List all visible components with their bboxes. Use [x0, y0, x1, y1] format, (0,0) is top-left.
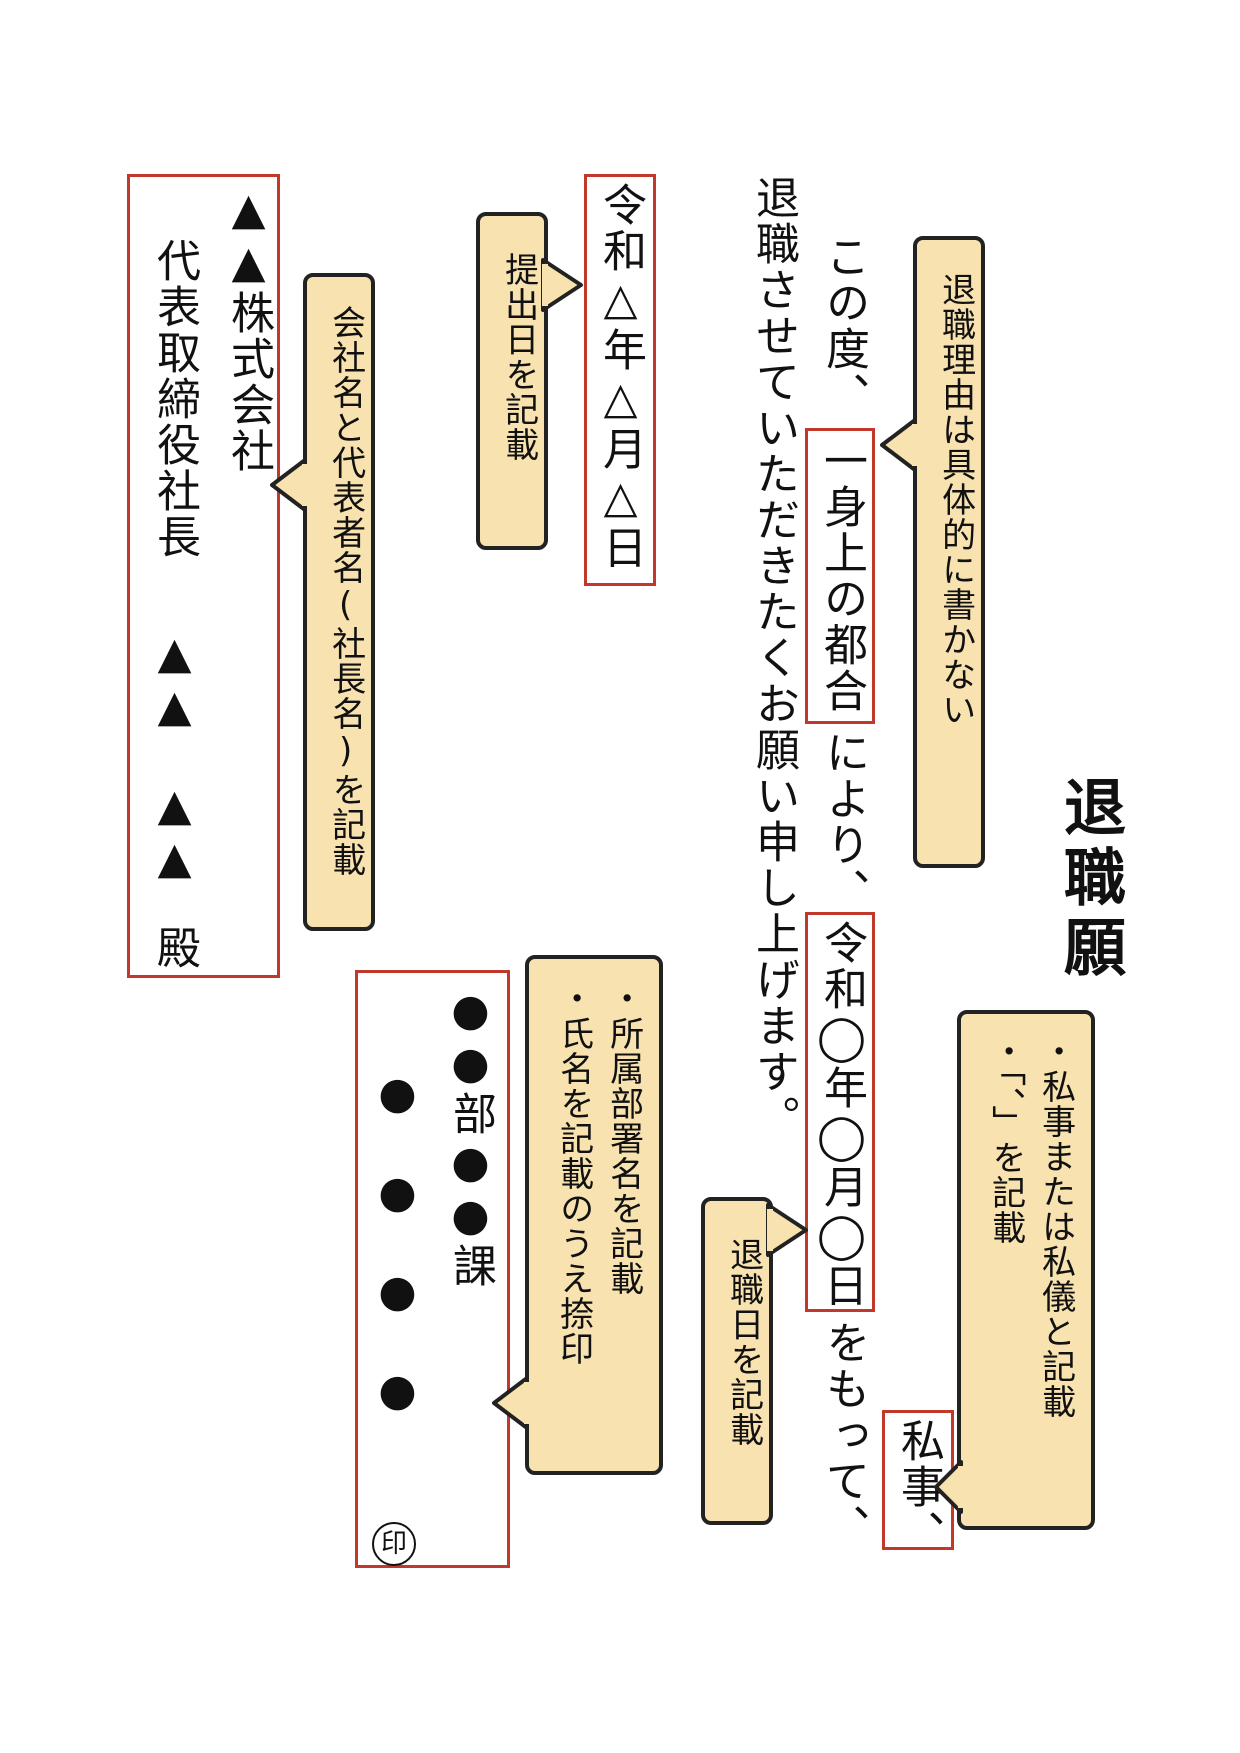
- body-line1-part3: をもって、: [818, 1320, 869, 1550]
- resignation-date-highlight: [805, 912, 875, 1312]
- document-title: 退職願: [1053, 775, 1126, 985]
- submission-date: 令和△年△月△日: [595, 182, 646, 571]
- company-rep-highlight: [127, 174, 280, 978]
- representative-name: ▲▲ ▲▲: [149, 628, 200, 886]
- note-reason-pointer: [880, 418, 918, 472]
- note-resignation-date-text: 退職日を記載: [723, 1237, 764, 1447]
- note-submission-date-pointer: [541, 258, 583, 312]
- body-line1-part1: この度、: [818, 234, 869, 418]
- reason-highlight: [805, 428, 875, 724]
- note-department-line1: ・所属部署名を記載: [603, 981, 644, 1296]
- applicant-highlight: [355, 970, 510, 1568]
- note-opening: ・私事または私儀と記載 ・「、」を記載: [957, 1010, 1095, 1530]
- note-department-line2: ・氏名を記載のうえ捺印: [553, 981, 594, 1366]
- applicant-name: ● ● ● ●: [372, 1068, 423, 1418]
- body-line1-reason: 一身上の都合: [816, 438, 867, 714]
- honorific: 殿: [149, 925, 200, 971]
- opening-word: 私事、: [893, 1418, 944, 1556]
- representative-title: 代表取締役社長: [149, 238, 200, 560]
- submission-date-highlight: [584, 174, 656, 586]
- note-company-rep-pointer: [270, 458, 308, 512]
- note-submission-date-text: 提出日を記載: [498, 252, 539, 462]
- body-line1-part2: により、: [818, 730, 869, 914]
- note-opening-line1: ・私事または私儀と記載: [1035, 1034, 1076, 1419]
- note-opening-pointer: [934, 1460, 964, 1514]
- seal-mark: 印: [372, 1522, 416, 1566]
- note-resignation-date-pointer: [766, 1203, 808, 1257]
- note-department-pointer: [492, 1376, 530, 1430]
- note-department-name: ・所属部署名を記載 ・氏名を記載のうえ捺印: [525, 955, 663, 1475]
- note-company-rep: 会社名と代表者名(社長名)を記載: [303, 273, 375, 931]
- body-line2: 退職させていただきたくお願い申し上げます。: [748, 175, 799, 1141]
- note-reason-text: 退職理由は具体的に書かない: [935, 272, 976, 727]
- department: ●●部●●課: [445, 985, 496, 1289]
- company-name: ▲▲株式会社: [223, 184, 274, 474]
- note-resignation-date: 退職日を記載: [701, 1197, 773, 1525]
- note-submission-date: 提出日を記載: [476, 212, 548, 550]
- body-line1-date: 令和◯年◯月◯日: [816, 920, 867, 1309]
- note-opening-line2: ・「、」を記載: [985, 1034, 1026, 1245]
- note-reason: 退職理由は具体的に書かない: [913, 236, 985, 868]
- note-company-rep-text: 会社名と代表者名(社長名)を記載: [325, 305, 366, 877]
